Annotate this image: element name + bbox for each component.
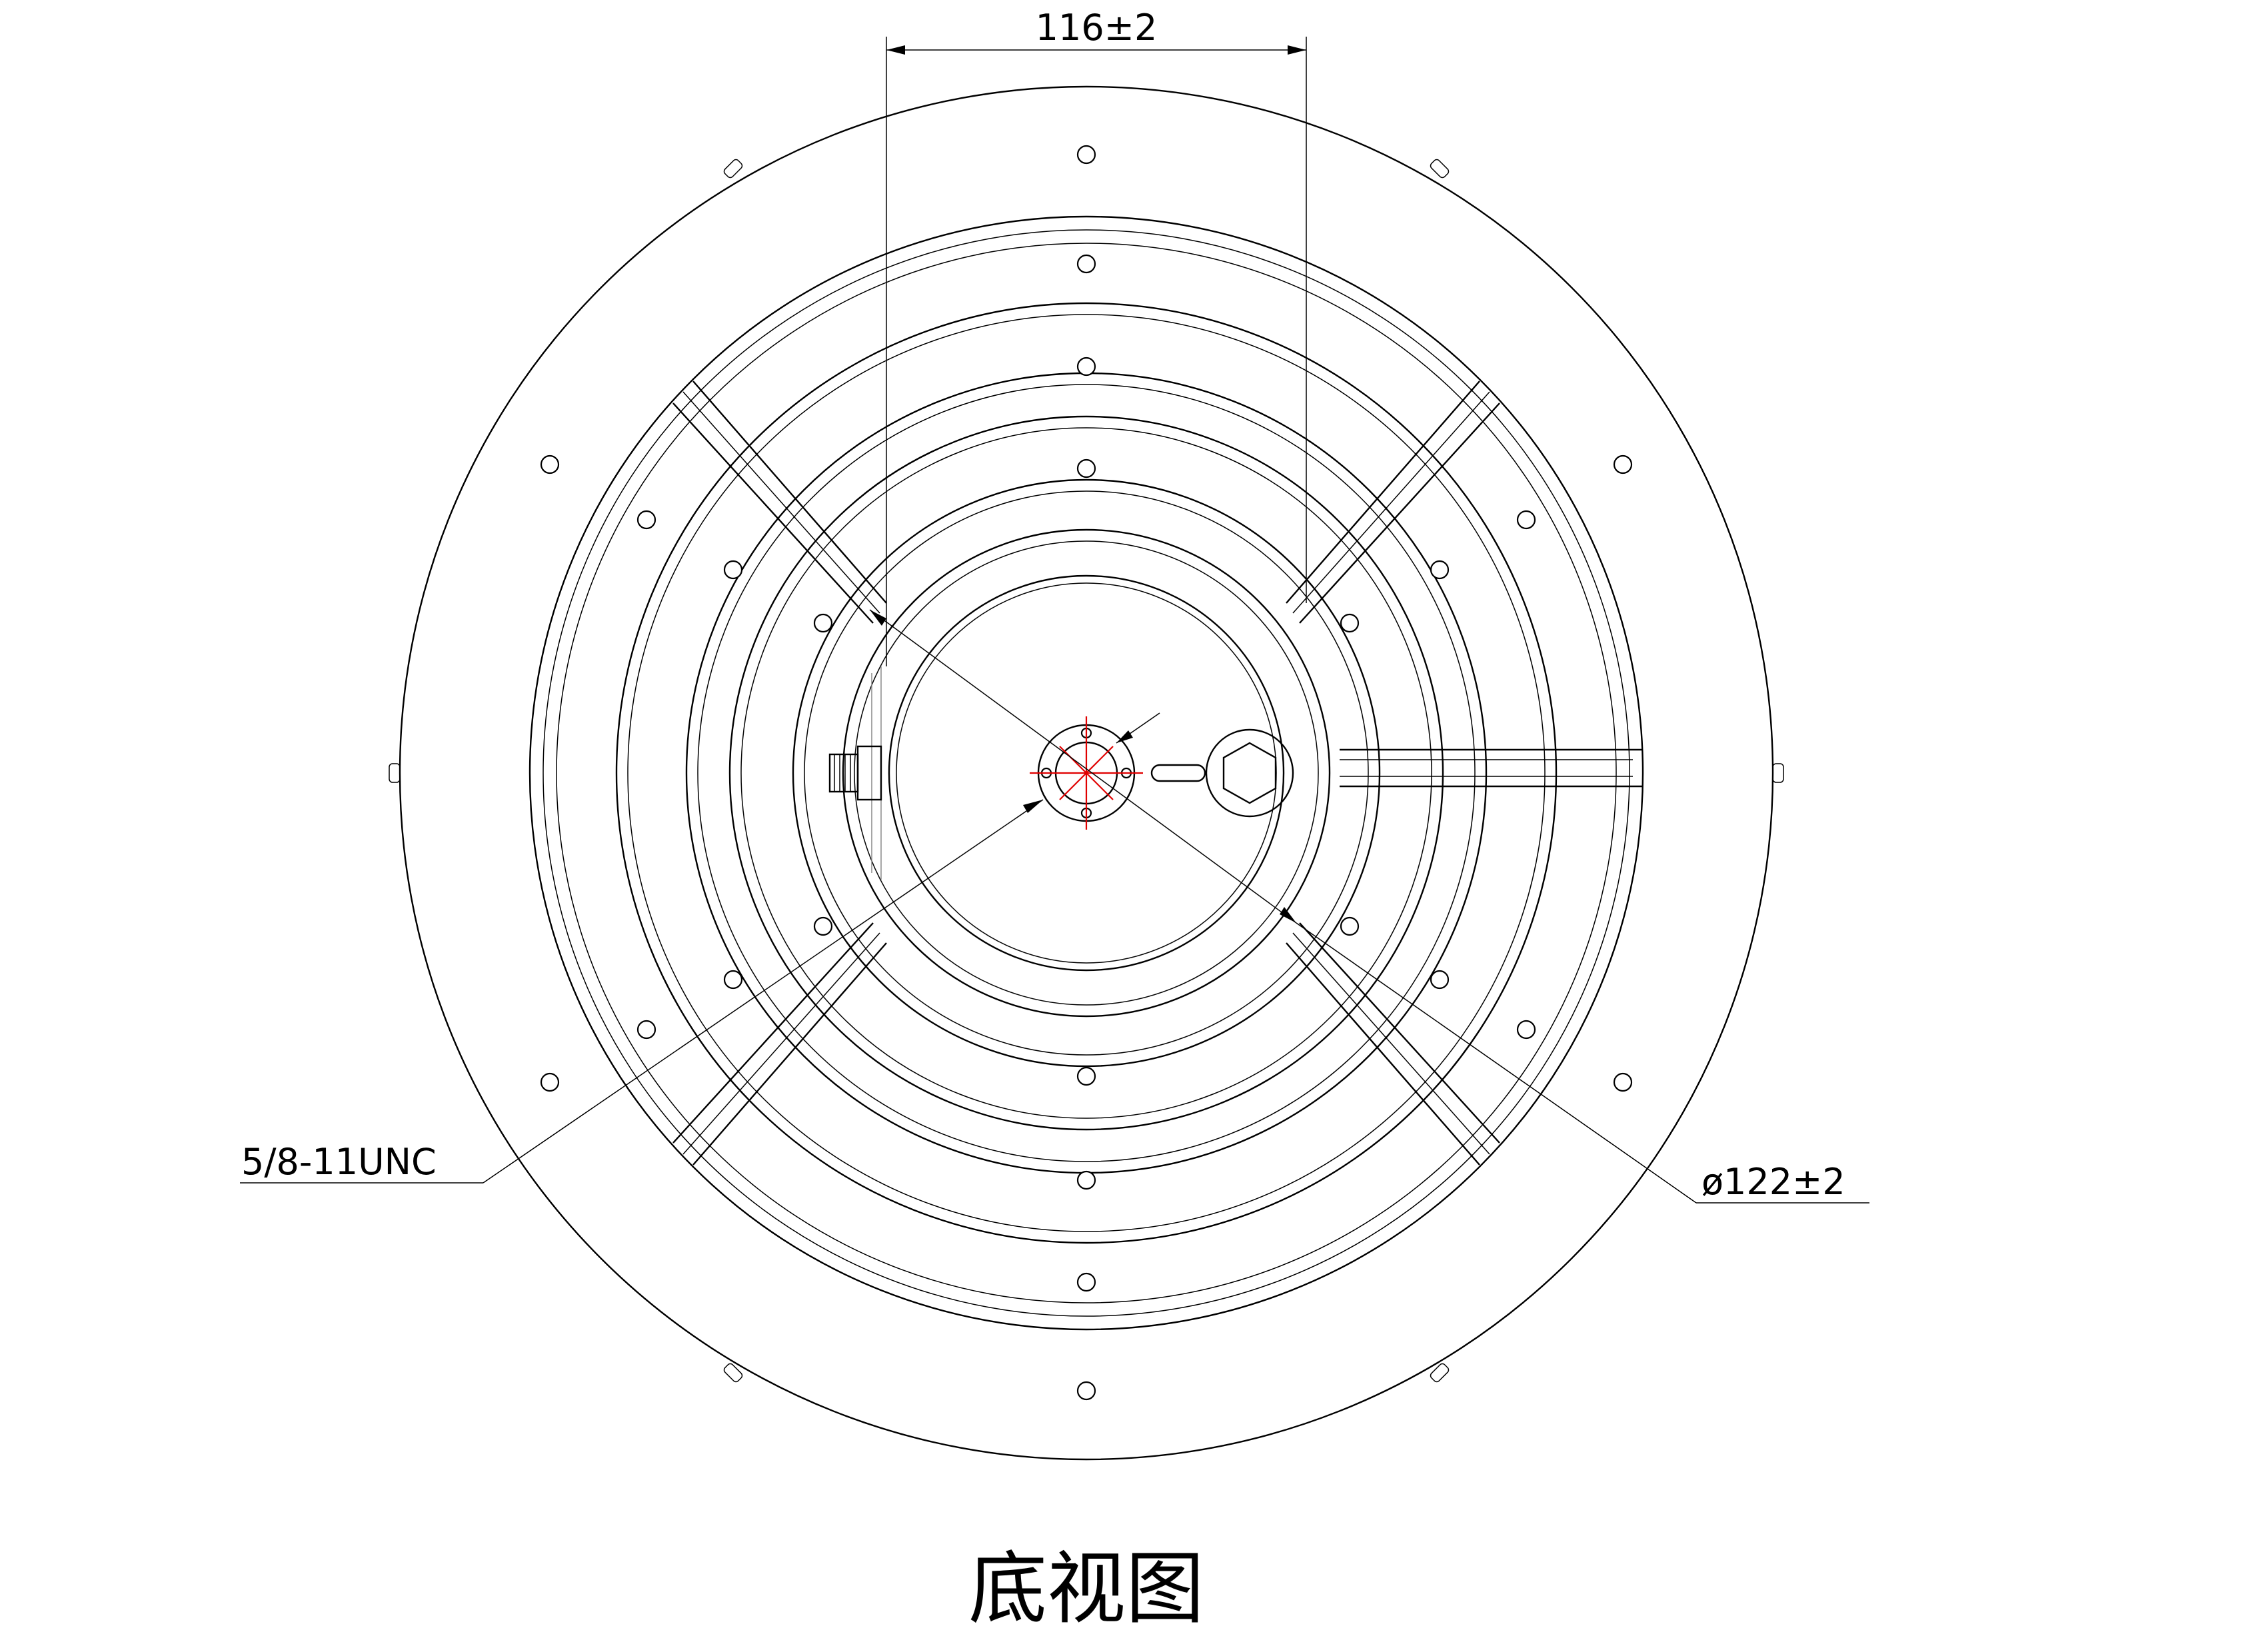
- fin-rings: [529, 215, 1644, 1331]
- cable-gland: [828, 666, 882, 880]
- diameter-leader: [869, 609, 1869, 1204]
- rim-lugs: [389, 159, 1784, 1383]
- center-mark: [1030, 716, 1143, 830]
- hex-valve: [1205, 728, 1294, 818]
- diameter-dimension-label: ø122±2: [1701, 1161, 1845, 1203]
- horizontal-rib: [1340, 748, 1643, 788]
- vent-slot: [1150, 764, 1206, 782]
- diagonal-ribs: [672, 381, 1500, 1166]
- width-dimension-label: 116±2: [1036, 7, 1158, 49]
- thread-leader: [240, 799, 1044, 1184]
- mounting-holes: [540, 145, 1633, 1401]
- view-title: 底视图: [968, 1543, 1204, 1635]
- thread-spec-label: 5/8-11UNC: [241, 1141, 437, 1183]
- width-dimension: [886, 37, 1307, 666]
